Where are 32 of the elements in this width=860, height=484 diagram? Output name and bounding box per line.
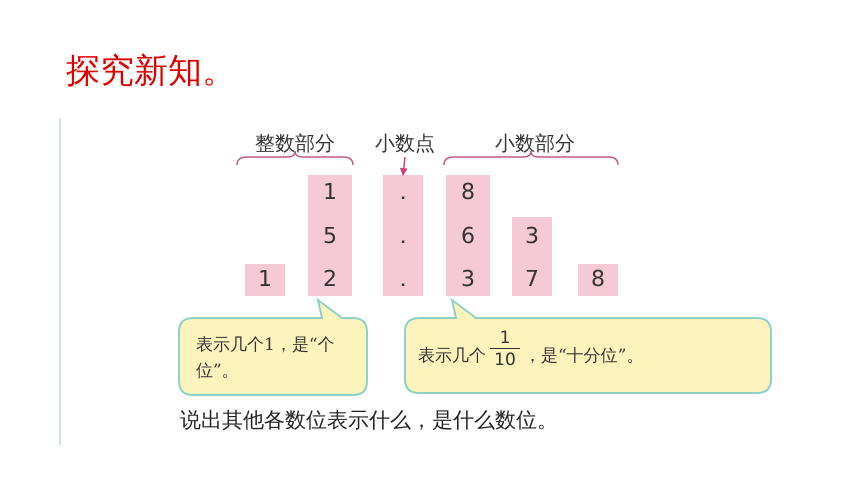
digit-column <box>578 264 618 296</box>
digit: 1 <box>322 180 338 206</box>
caption: 说出其他各数位表示什么，是什么数位。 <box>180 407 558 434</box>
digit: 3 <box>460 267 476 293</box>
digit: ． <box>391 224 415 250</box>
bubble-text: 表示几个1，是“个位”。 <box>196 334 336 383</box>
part-label: 整数部分 <box>254 130 336 157</box>
fraction-numerator: 1 <box>490 328 520 349</box>
digit: ． <box>391 180 415 206</box>
digit-column <box>308 175 352 296</box>
digit-column <box>383 175 423 296</box>
speech-bubble <box>178 298 368 396</box>
bubble-text: 表示几个 <box>418 345 486 367</box>
fraction-denominator: 10 <box>493 349 517 371</box>
digit: 3 <box>524 224 540 250</box>
speech-bubble <box>404 298 772 394</box>
digit-column <box>446 175 490 296</box>
digit: 7 <box>524 267 540 293</box>
digit: 5 <box>322 224 338 250</box>
digit: 8 <box>460 180 476 206</box>
digit: ． <box>391 267 415 293</box>
title: 探究新知。 <box>66 50 236 93</box>
digit-column <box>512 217 552 296</box>
part-label: 小数部分 <box>494 130 576 157</box>
digit: 6 <box>460 224 476 250</box>
digit: 1 <box>257 267 273 293</box>
bubble-text: ，是“十分位”。 <box>524 345 644 367</box>
digit: 2 <box>322 267 338 293</box>
digit: 8 <box>590 267 606 293</box>
arrow <box>400 156 408 176</box>
digit-column <box>245 264 285 296</box>
decimal-point-label: 小数点 <box>375 131 435 155</box>
